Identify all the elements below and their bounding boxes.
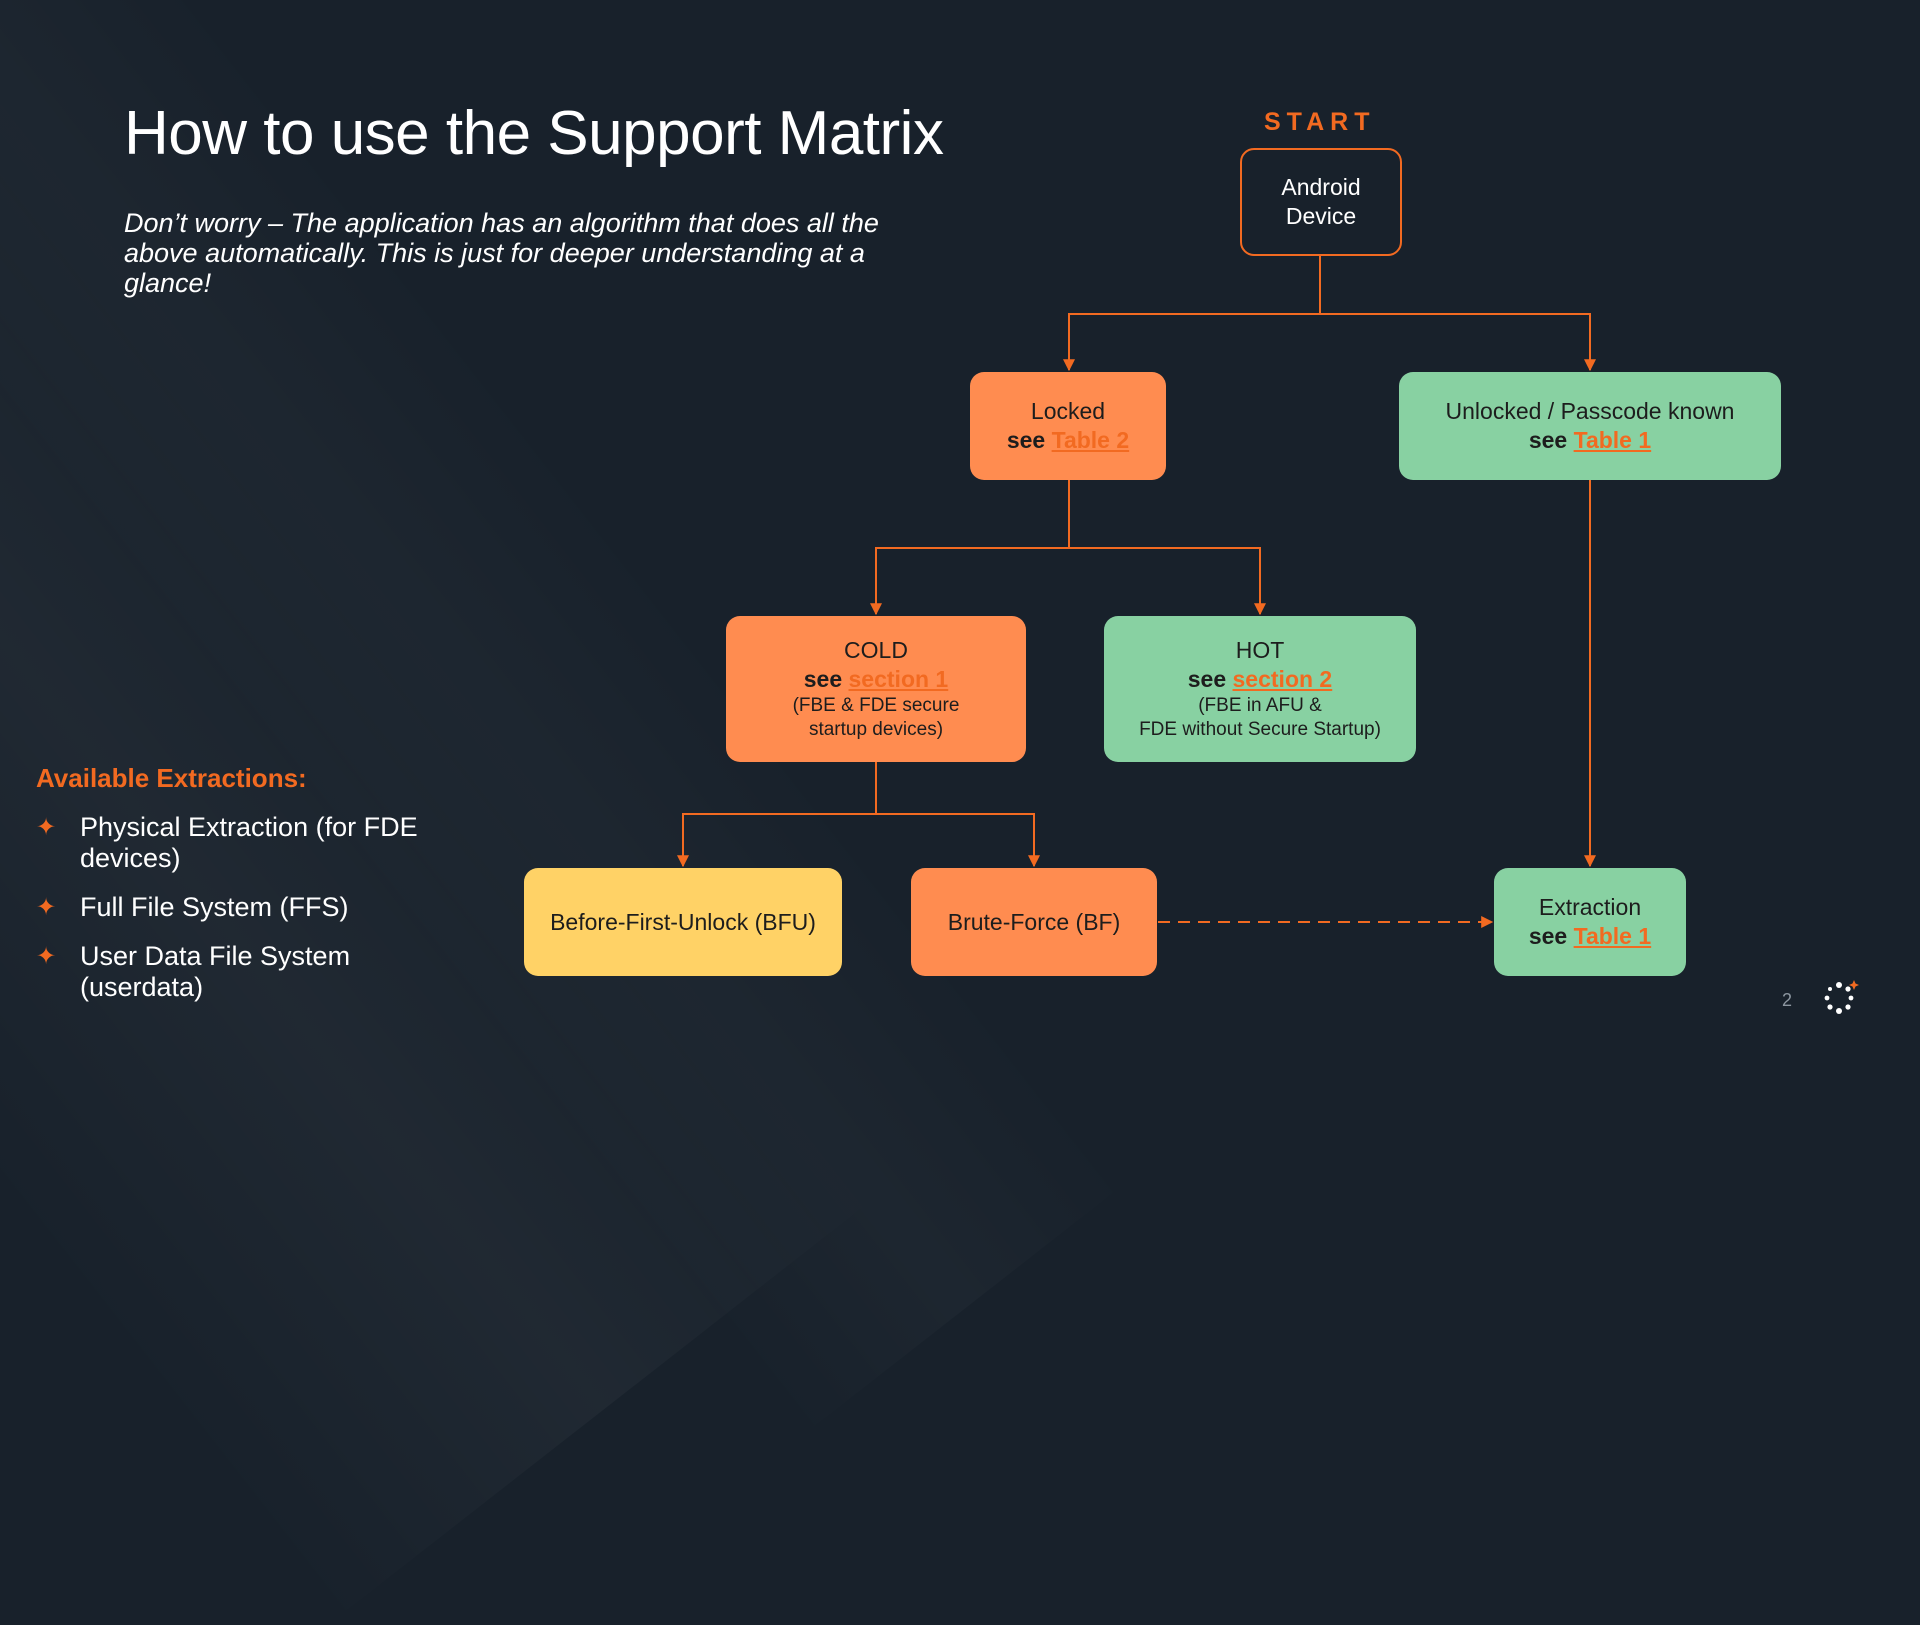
- star-bullet-icon: ✦: [36, 894, 57, 921]
- list-item-label: User Data File System (userdata): [80, 941, 351, 1002]
- see-label: see: [1528, 427, 1568, 453]
- brand-logo-icon: [1824, 980, 1859, 1014]
- locked-node: Locked see Table 2: [970, 372, 1166, 480]
- table-2-link[interactable]: Table 2: [1051, 427, 1130, 453]
- section-2-link[interactable]: section 2: [1232, 666, 1333, 692]
- list-item-label: Physical Extraction (for FDE devices): [80, 812, 418, 873]
- cold-node: COLD see section 1 (FBE & FDE secure sta…: [726, 616, 1026, 762]
- connector-locked-cold: [870, 480, 1070, 616]
- node-label: COLD: [844, 637, 908, 663]
- available-extractions-list: ✦ Physical Extraction (for FDE devices) …: [36, 812, 456, 1021]
- see-label: see: [1006, 427, 1046, 453]
- star-bullet-icon: ✦: [36, 943, 57, 970]
- extraction-node: Extraction see Table 1: [1494, 868, 1686, 976]
- flowchart-connectors: [677, 256, 1596, 928]
- bfu-node: Before-First-Unlock (BFU): [524, 868, 842, 976]
- android-device-node: Android Device: [1240, 148, 1402, 256]
- brute-force-node: Brute-Force (BF): [911, 868, 1157, 976]
- node-note: startup devices): [808, 719, 944, 740]
- see-label: see: [1528, 923, 1568, 949]
- available-extractions-heading: Available Extractions:: [36, 763, 307, 793]
- node-label: Before-First-Unlock (BFU): [550, 908, 816, 935]
- node-label: Device: [1285, 203, 1357, 229]
- connector-android-locked: [1063, 256, 1321, 372]
- node-label: Brute-Force (BF): [947, 908, 1121, 935]
- page-number: 2: [1782, 990, 1793, 1010]
- see-label: see: [803, 666, 843, 692]
- node-note: (FBE & FDE secure: [792, 695, 960, 716]
- node-label: Locked: [1030, 398, 1106, 424]
- list-item: ✦ User Data File System (userdata): [36, 941, 456, 1003]
- node-note: FDE without Secure Startup): [1139, 719, 1381, 740]
- node-label: Android: [1281, 174, 1361, 200]
- node-label: HOT: [1235, 637, 1285, 663]
- page-title: How to use the Support Matrix: [124, 99, 944, 168]
- section-1-link[interactable]: section 1: [848, 666, 949, 692]
- connector-cold-bfu: [677, 762, 877, 868]
- table-1-link[interactable]: Table 1: [1573, 427, 1652, 453]
- node-label: Unlocked / Passcode known: [1445, 398, 1735, 424]
- subtitle: Don’t worry – The application has an alg…: [124, 208, 879, 298]
- node-note: (FBE in AFU &: [1198, 695, 1322, 716]
- star-bullet-icon: ✦: [36, 814, 57, 841]
- connector-locked-hot: [1069, 547, 1266, 616]
- start-label: START: [1264, 108, 1376, 136]
- list-item-label: Full File System (FFS): [80, 892, 349, 922]
- see-label: see: [1187, 666, 1227, 692]
- table-1-link[interactable]: Table 1: [1573, 923, 1652, 949]
- list-item: ✦ Physical Extraction (for FDE devices): [36, 812, 456, 874]
- list-item: ✦ Full File System (FFS): [36, 892, 456, 923]
- hot-node: HOT see section 2 (FBE in AFU & FDE with…: [1104, 616, 1416, 762]
- connector-android-unlocked: [1320, 313, 1596, 372]
- node-label: Extraction: [1538, 894, 1642, 920]
- unlocked-node: Unlocked / Passcode known see Table 1: [1399, 372, 1781, 480]
- connector-cold-bf: [876, 813, 1040, 868]
